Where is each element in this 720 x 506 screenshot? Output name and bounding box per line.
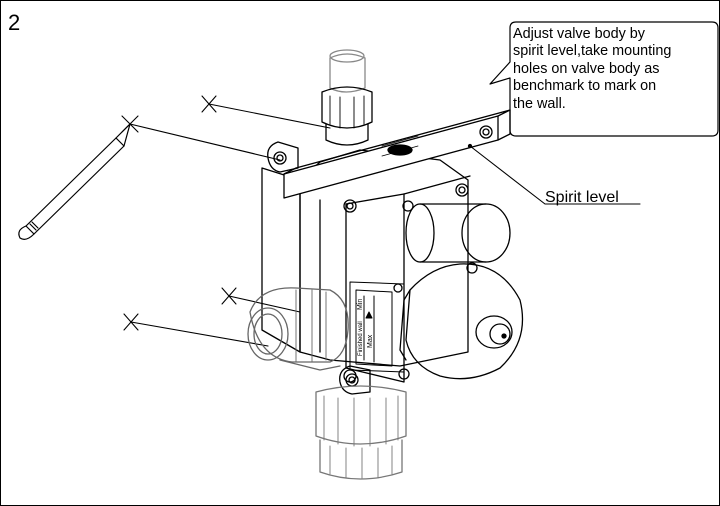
callout-line: benchmark to mark on <box>513 78 657 95</box>
upper-cylinder <box>405 203 511 263</box>
callout-line: holes on valve body as <box>513 60 660 77</box>
wall-mark-top-right <box>201 95 331 129</box>
wall-mark-bottom-right <box>123 313 269 347</box>
pencil-icon <box>18 123 131 240</box>
depth-scale <box>349 281 405 373</box>
callout-line: Adjust valve body by <box>513 26 645 42</box>
scale-min-label: Min <box>357 299 364 310</box>
temperature-handle <box>399 263 524 380</box>
spirit-level-leader <box>469 145 641 205</box>
scale-finished-wall-label: Finished wall <box>358 321 364 356</box>
scale-max-label: Max <box>367 334 374 348</box>
callout-text: Adjust valve body by spirit level,take m… <box>513 26 719 113</box>
callout-line: the wall. <box>513 95 566 112</box>
spirit-level <box>283 109 511 199</box>
side-connector <box>247 287 349 371</box>
callout-bubble <box>489 21 719 137</box>
step-number: 2 <box>8 10 21 35</box>
bottom-connector <box>315 385 407 480</box>
wall-mark-top-left <box>121 115 281 161</box>
mounting-lug-top <box>267 141 299 173</box>
callout-line: spirit level,take mounting <box>513 43 672 60</box>
top-connector <box>321 49 373 146</box>
spirit-level-label: Spirit level <box>545 189 619 206</box>
wall-mark-bottom-left <box>221 287 301 313</box>
